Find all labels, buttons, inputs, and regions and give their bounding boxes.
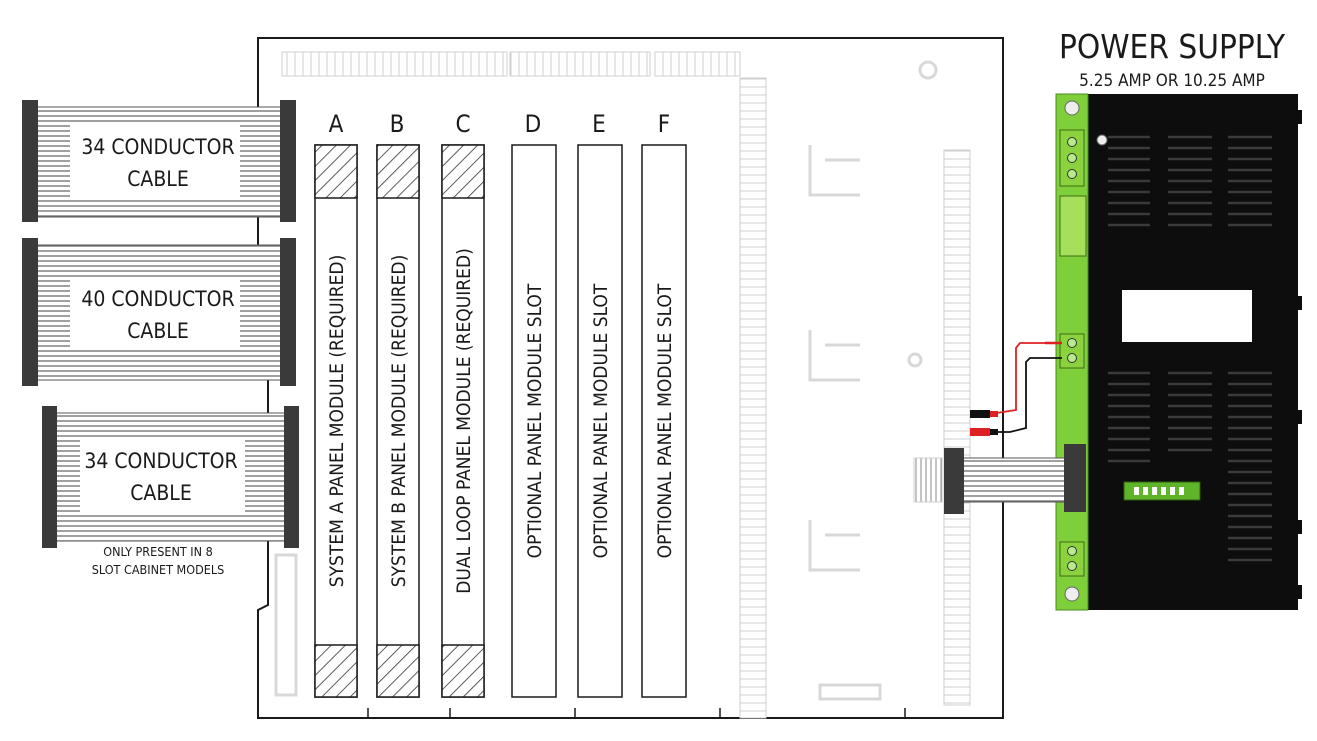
cable-1-line2: CABLE xyxy=(127,167,189,191)
slot-c: DUAL LOOP PANEL MODULE (REQUIRED) xyxy=(441,144,485,698)
slot-a-label: SYSTEM A PANEL MODULE (REQUIRED) xyxy=(326,255,348,587)
backplane-board xyxy=(257,37,1004,719)
slot-f: OPTIONAL PANEL MODULE SLOT xyxy=(641,144,687,698)
slot-letter-e: E xyxy=(592,110,606,138)
cable-1-line1: 34 CONDUCTOR xyxy=(81,135,234,159)
slot-d-label: OPTIONAL PANEL MODULE SLOT xyxy=(524,283,546,558)
cable-3-line2: CABLE xyxy=(130,481,192,505)
power-supply-label-window xyxy=(1122,290,1252,342)
power-supply-body xyxy=(1086,94,1298,610)
power-supply-fuse xyxy=(1059,195,1087,257)
wire-connectors xyxy=(970,410,998,436)
slot-d: OPTIONAL PANEL MODULE SLOT xyxy=(511,144,557,698)
cable-note-line2: SLOT CABINET MODELS xyxy=(92,562,225,577)
terminal-block-bottom xyxy=(1059,541,1085,577)
power-supply-subtitle: 5.25 AMP OR 10.25 AMP xyxy=(1079,71,1265,91)
cable-3-line1: 34 CONDUCTOR xyxy=(84,449,237,473)
slot-a: SYSTEM A PANEL MODULE (REQUIRED) xyxy=(314,144,358,698)
slot-letter-c: C xyxy=(455,110,470,138)
slot-letter-a: A xyxy=(329,110,344,138)
ribbon-cable-3: 34 CONDUCTOR CABLE ONLY PRESENT IN 8 SLO… xyxy=(42,406,299,577)
power-supply-title: POWER SUPPLY xyxy=(1059,27,1286,66)
terminal-block-top xyxy=(1059,129,1085,187)
slot-b: SYSTEM B PANEL MODULE (REQUIRED) xyxy=(376,144,420,698)
ribbon-cable-1: 34 CONDUCTOR CABLE xyxy=(22,100,296,222)
power-supply: POWER SUPPLY 5.25 AMP OR 10.25 AMP xyxy=(1055,27,1302,611)
slot-letter-f: F xyxy=(658,110,670,138)
power-supply-dip-switch xyxy=(1123,481,1201,501)
slot-e: OPTIONAL PANEL MODULE SLOT xyxy=(577,144,623,698)
vertical-header-connector xyxy=(739,77,971,719)
cable-note-line1: ONLY PRESENT IN 8 xyxy=(103,544,213,559)
slot-c-label: DUAL LOOP PANEL MODULE (REQUIRED) xyxy=(453,248,475,594)
cable-2-line2: CABLE xyxy=(127,319,189,343)
faint-board-components xyxy=(274,60,938,701)
power-wires xyxy=(989,341,1062,433)
cable-2-line1: 40 CONDUCTOR xyxy=(81,287,234,311)
ribbon-cable-2: 40 CONDUCTOR CABLE xyxy=(22,238,296,386)
terminal-block-mid xyxy=(1059,333,1085,369)
top-connector-row xyxy=(281,51,741,77)
power-supply-vents xyxy=(1108,135,1272,562)
slot-e-label: OPTIONAL PANEL MODULE SLOT xyxy=(590,283,612,558)
psu-ribbon-cable xyxy=(913,444,1086,514)
slot-f-label: OPTIONAL PANEL MODULE SLOT xyxy=(654,283,676,558)
slot-b-label: SYSTEM B PANEL MODULE (REQUIRED) xyxy=(388,255,410,588)
slots: A B C D E F SYSTEM A PANEL MODULE (REQUI… xyxy=(314,110,687,698)
slot-letter-b: B xyxy=(390,110,405,138)
slot-letter-d: D xyxy=(525,110,542,138)
